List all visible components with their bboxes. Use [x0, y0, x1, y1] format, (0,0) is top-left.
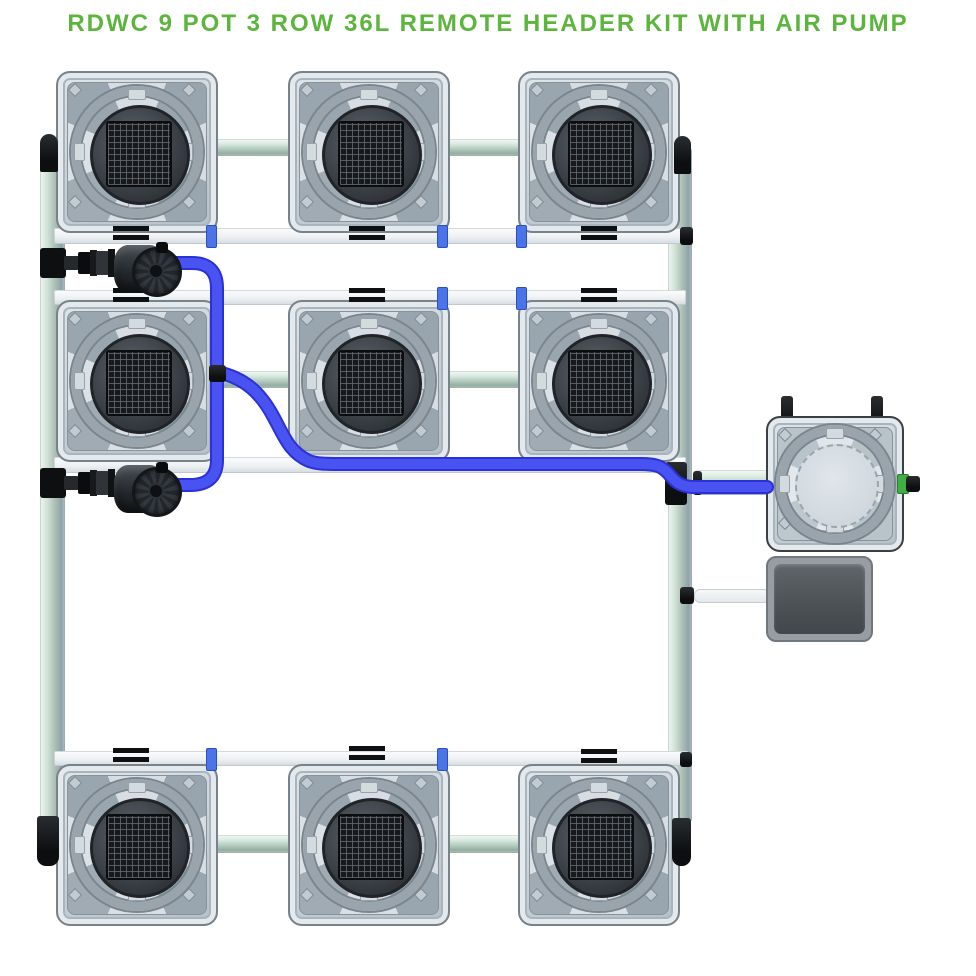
tube-junction-clip [209, 365, 226, 382]
pot-1-3-net-mesh [568, 121, 634, 187]
pot-3-1-net-mesh [106, 814, 172, 880]
header-tank-black-fitting [906, 476, 920, 492]
pipe-union-bars-6 [581, 288, 617, 302]
water-pump-1-barrel [96, 251, 109, 275]
pipe-clip-blue-2 [437, 225, 448, 248]
pipe-union-bars-3 [581, 226, 617, 240]
pipe-union-bars-5 [349, 288, 385, 302]
water-pump-2-coupling [78, 472, 91, 494]
pipe-clip-blue-6 [206, 748, 217, 771]
pot-2-2-net-mesh [338, 350, 404, 416]
pipe-union-bars-8 [349, 746, 385, 760]
header-return-tube-outline [210, 365, 774, 494]
pot-1-1-tab-n [128, 89, 146, 100]
air-line-clip [680, 587, 694, 604]
pot-1-3 [518, 71, 680, 233]
header-tank [766, 416, 904, 552]
pot-3-2-tab-w [306, 836, 317, 854]
left-column-top-cap [40, 134, 58, 172]
pot-3-3-net-mesh [568, 814, 634, 880]
pot-3-3 [518, 764, 680, 926]
pot-1-1-tab-w [74, 143, 85, 161]
pipe-clip-blue-3 [516, 225, 527, 248]
page-title: RDWC 9 POT 3 ROW 36L REMOTE HEADER KIT W… [67, 10, 909, 37]
water-pump-1-valve [40, 248, 66, 278]
pot-1-1 [56, 71, 218, 233]
water-pump-2-ring-2 [108, 469, 115, 497]
pot-3-3-tab-n [590, 782, 608, 793]
header-tank-tab-n [826, 428, 844, 439]
pipe-clip-blue-5 [516, 287, 527, 310]
pot-1-1-net-mesh [106, 121, 172, 187]
pump2-return-tube [165, 371, 222, 490]
header-tank-handle-2 [871, 396, 883, 420]
pot-2-2-tab-w [306, 372, 317, 390]
water-pump-2-barrel [96, 471, 109, 495]
water-pump-2 [40, 462, 188, 517]
pot-3-1-tab-n [128, 782, 146, 793]
pipe-union-bars-9 [581, 749, 617, 763]
pot-2-2-tab-n [360, 318, 378, 329]
header-tank-solid-lid [795, 444, 879, 528]
water-pump-1-stem [64, 256, 79, 270]
header-tank-tab-w [779, 475, 790, 493]
pipe-clip-blue-1 [206, 225, 217, 248]
pot-1-3-tab-n [590, 89, 608, 100]
pot-2-1-tab-w [74, 372, 85, 390]
pot-3-2-net-mesh [338, 814, 404, 880]
pipe-union-bars-7 [113, 748, 149, 762]
water-pump-2-stem [64, 476, 79, 490]
pipe-clip-blue-7 [437, 748, 448, 771]
pipe-union-bars-1 [113, 226, 149, 240]
water-pump-1 [40, 242, 188, 297]
header-tank-handle-1 [781, 396, 793, 420]
pipe-union-bars-2 [349, 226, 385, 240]
water-pump-2-hub [148, 483, 164, 499]
pot-1-2-tab-w [306, 143, 317, 161]
pot-3-1 [56, 764, 218, 926]
pot-3-2 [288, 764, 450, 926]
water-pump-1-coupling [78, 252, 91, 274]
water-pump-2-valve [40, 468, 66, 498]
water-pump-1-outlet-nub [156, 242, 168, 253]
pot-2-3 [518, 300, 680, 462]
pot-2-1-tab-n [128, 318, 146, 329]
pot-2-3-tab-n [590, 318, 608, 329]
pot-2-1-net-mesh [106, 350, 172, 416]
pot-2-2 [288, 300, 450, 462]
air-pump-body-panel [774, 564, 865, 634]
water-pump-2-outlet-nub [156, 462, 168, 473]
water-pump-2-ring-1 [90, 470, 97, 496]
water-pump-1-ring-1 [90, 250, 97, 276]
water-pump-1-ring-2 [108, 249, 115, 277]
pot-3-3-tab-w [536, 836, 547, 854]
air-pump [766, 556, 873, 642]
pump1-return-tube [165, 258, 222, 379]
pot-3-2-tab-n [360, 782, 378, 793]
pot-3-1-tab-w [74, 836, 85, 854]
right-column-foot [672, 818, 691, 866]
pot-1-3-tab-w [536, 143, 547, 161]
pot-1-2-tab-n [360, 89, 378, 100]
right-manifold-row3-fitting [680, 752, 692, 767]
pot-2-3-tab-w [536, 372, 547, 390]
pot-1-2-net-mesh [338, 121, 404, 187]
pot-1-2 [288, 71, 450, 233]
water-pump-1-hub [148, 263, 164, 279]
pipe-clip-blue-4 [437, 287, 448, 310]
header-return-tube [212, 367, 772, 492]
right-column-top-cap [674, 136, 691, 174]
right-manifold-row1-fitting [680, 227, 693, 245]
left-column-foot [37, 816, 59, 866]
pot-2-3-net-mesh [568, 350, 634, 416]
